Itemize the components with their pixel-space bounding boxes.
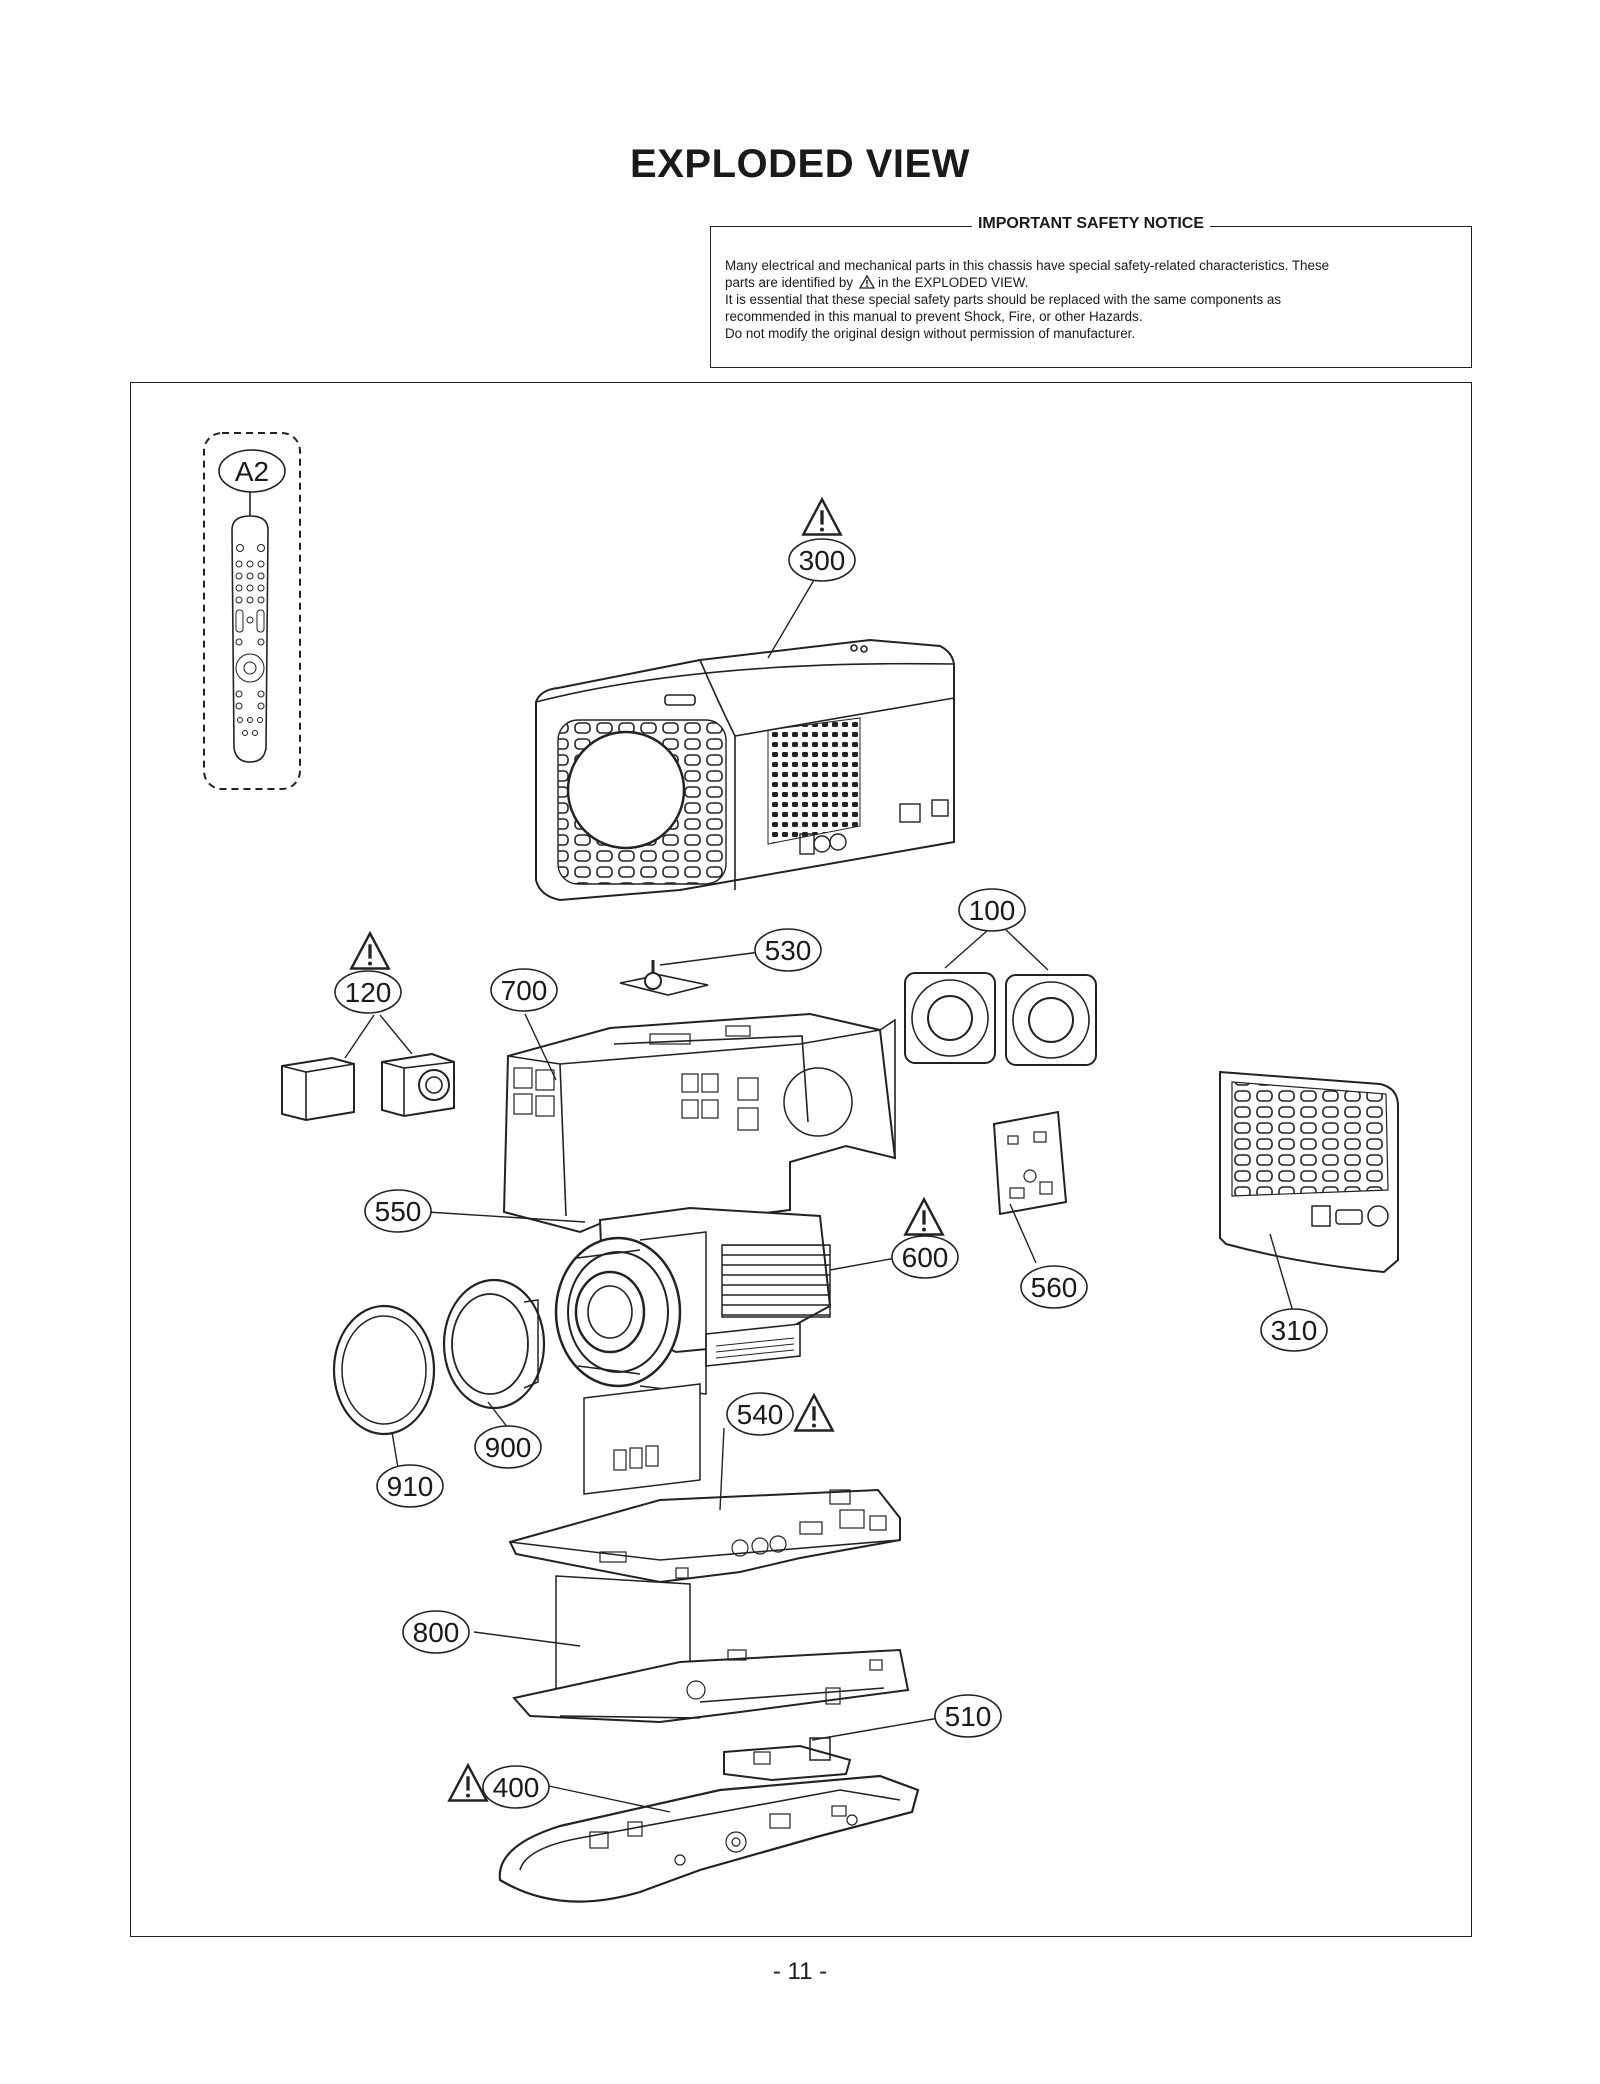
component-block-part <box>281 1052 455 1122</box>
callout-bubble <box>891 1235 959 1279</box>
notice-line-text: parts are identified by <box>725 275 854 290</box>
callout-bubble <box>482 1765 550 1809</box>
callout-label-550: 550 <box>375 1196 422 1227</box>
small-board-part <box>992 1110 1068 1216</box>
callout-bubble <box>490 968 558 1012</box>
callout-label-800: 800 <box>413 1617 460 1648</box>
callout-bubble <box>726 1392 794 1436</box>
lens-cover-part <box>332 1304 436 1436</box>
remote-control-part <box>203 432 301 790</box>
page-number: - 11 - <box>772 1958 828 1985</box>
safety-notice-heading: IMPORTANT SAFETY NOTICE <box>971 215 1211 232</box>
notice-line-text: in the EXPLODED VIEW. <box>878 275 1029 290</box>
callout-label-a2: A2 <box>235 456 269 487</box>
lens-ring-part <box>442 1278 546 1410</box>
callout-bubble <box>218 449 286 493</box>
callout-bubble <box>402 1610 470 1654</box>
shield-plate-part <box>512 1575 910 1724</box>
callout-label-900: 900 <box>485 1432 532 1463</box>
callout-label-600: 600 <box>902 1242 949 1273</box>
notice-line: Many electrical and mechanical parts in … <box>725 258 1330 273</box>
warning-triangle-icon <box>859 275 876 289</box>
io-board-part <box>723 1737 852 1782</box>
side-grille-part <box>1219 1070 1399 1274</box>
main-frame-part <box>502 1012 897 1234</box>
callout-bubble <box>376 1464 444 1508</box>
callout-bubble <box>788 538 856 582</box>
callout-bubble <box>474 1425 542 1469</box>
callout-bubble <box>1260 1308 1328 1352</box>
notice-line: parts are identified by in the EXPLODED V… <box>725 274 1457 291</box>
callout-label-560: 560 <box>1031 1272 1078 1303</box>
callout-bubble <box>1020 1265 1088 1309</box>
top-cover-part <box>535 638 955 902</box>
knob-part <box>619 960 709 996</box>
safety-notice-box: IMPORTANT SAFETY NOTICE Many electrical … <box>710 215 1472 368</box>
page-title: EXPLODED VIEW <box>630 142 970 186</box>
callout-label-510: 510 <box>945 1701 992 1732</box>
main-board-part <box>508 1383 901 1584</box>
warning-triangle-icon <box>793 1393 835 1433</box>
callout-label-540: 540 <box>737 1399 784 1430</box>
warning-triangle-icon <box>447 1763 489 1803</box>
diagram-frame <box>130 382 1472 1937</box>
callout-label-310: 310 <box>1271 1315 1318 1346</box>
safety-notice-body: Many electrical and mechanical parts in … <box>725 257 1457 342</box>
callout-bubble <box>958 888 1026 932</box>
callout-label-700: 700 <box>501 975 548 1006</box>
warning-triangle-icon <box>801 497 843 537</box>
warning-triangle-icon <box>349 931 391 971</box>
callout-label-530: 530 <box>765 935 812 966</box>
optical-engine-part <box>554 1206 832 1395</box>
callout-label-910: 910 <box>387 1471 434 1502</box>
leader-lines <box>344 579 1295 1813</box>
callout-bubble <box>334 970 402 1014</box>
callout-bubble <box>754 928 822 972</box>
notice-line: It is essential that these special safet… <box>725 292 1282 307</box>
notice-line: Do not modify the original design withou… <box>725 326 1136 341</box>
callout-label-100: 100 <box>969 895 1016 926</box>
fan-part <box>904 972 1097 1066</box>
callout-label-400: 400 <box>493 1772 540 1803</box>
callout-bubble <box>934 1694 1002 1738</box>
callout-label-120: 120 <box>345 977 392 1008</box>
bottom-base-part <box>498 1774 920 1903</box>
notice-line: recommended in this manual to prevent Sh… <box>725 309 1143 324</box>
warning-triangle-icon <box>903 1197 945 1237</box>
callout-label-300: 300 <box>799 545 846 576</box>
callout-bubble <box>364 1189 432 1233</box>
